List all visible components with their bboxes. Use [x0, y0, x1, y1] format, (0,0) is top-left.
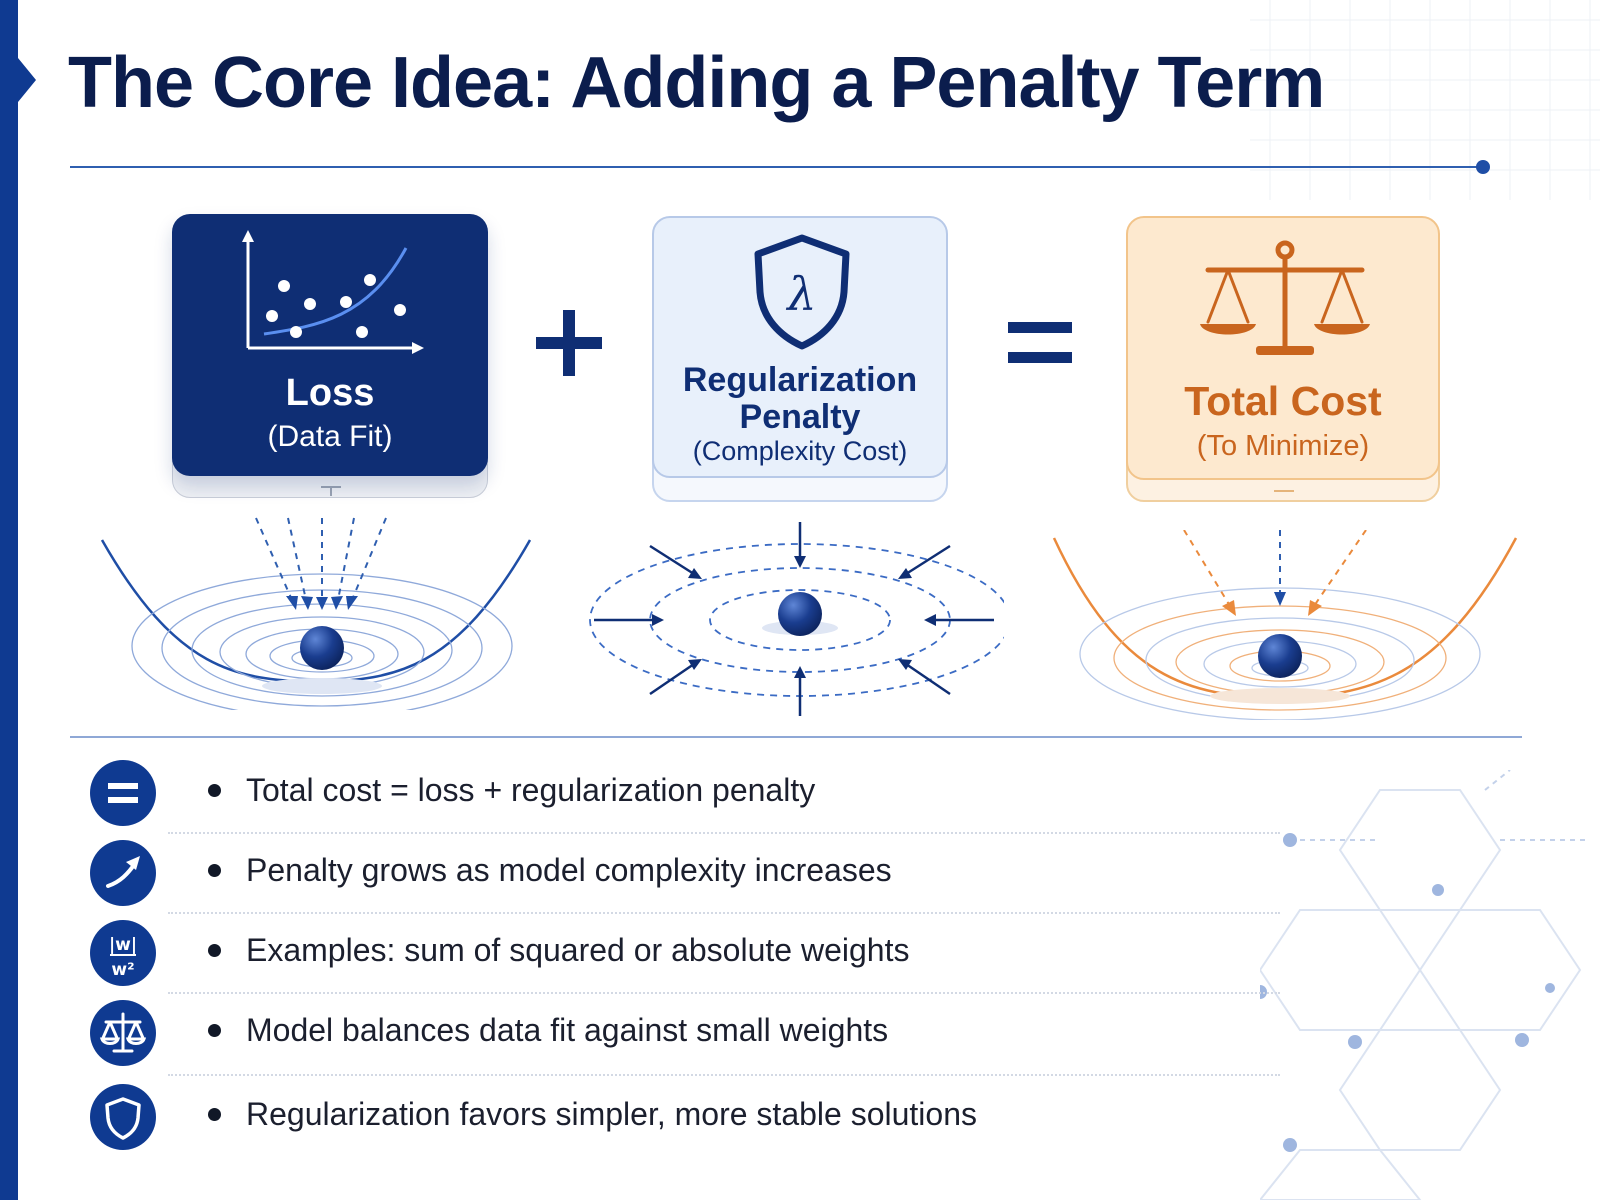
left-accent-bar [0, 0, 18, 1200]
bullet-dot [208, 864, 221, 877]
bullet-item: Total cost = loss + regularization penal… [90, 760, 1280, 836]
balance-scale-icon [90, 1000, 156, 1066]
bullet-text: Regularization favors simpler, more stab… [246, 1096, 977, 1132]
squared-weight-label: w² [111, 960, 134, 980]
bullet-dot [208, 784, 221, 797]
total-cost-card-subtitle: (To Minimize) [1196, 430, 1370, 462]
equals-operator [1008, 322, 1072, 363]
total-cost-card-title: Total Cost [1184, 378, 1382, 424]
page-title: The Core Idea: Adding a Penalty Term [68, 43, 1325, 123]
bullet-text: Total cost = loss + regularization penal… [246, 772, 816, 808]
row-separator [168, 912, 1280, 914]
abs-weight-label: |w| [109, 935, 137, 955]
arrow-up-right-icon [90, 840, 156, 906]
bullet-dot [208, 1108, 221, 1121]
bullet-text: Penalty grows as model complexity increa… [246, 852, 892, 888]
shield-icon [90, 1084, 156, 1150]
card-base-mark [1274, 490, 1294, 492]
loss-basin-diagram [100, 517, 532, 710]
plus-operator [536, 310, 602, 376]
bullet-item: Regularization favors simpler, more stab… [90, 1084, 1280, 1160]
loss-card: Loss (Data Fit) [172, 214, 488, 476]
regularization-card: λ Regularization Penalty (Complexity Cos… [652, 216, 948, 478]
title-underline-dot [1476, 160, 1490, 174]
row-separator [168, 832, 1280, 834]
row-separator [168, 1074, 1280, 1076]
regularization-card-subtitle: (Complexity Cost) [692, 436, 908, 466]
bullet-dot [208, 1024, 221, 1037]
total-cost-basin-diagram [1052, 530, 1518, 720]
loss-card-title: Loss [285, 372, 375, 414]
grid-decoration [1250, 0, 1600, 200]
title-underline [70, 166, 1482, 168]
lambda-glyph: λ [785, 267, 816, 321]
bullet-dot [208, 944, 221, 957]
balance-scale-icon [1200, 240, 1370, 355]
left-accent-notch [18, 58, 36, 102]
bullet-item: Model balances data fit against small we… [90, 1000, 1280, 1076]
total-cost-card: Total Cost (To Minimize) [1126, 216, 1440, 480]
lambda-shield-icon: λ [754, 234, 850, 350]
regularization-field-diagram [589, 522, 1004, 716]
regularization-card-title: Regularization Penalty [682, 361, 918, 436]
scatter-plot-icon [242, 230, 424, 354]
bullet-text: Model balances data fit against small we… [246, 1012, 889, 1048]
bullet-item: Penalty grows as model complexity increa… [90, 840, 1280, 916]
equals-icon [90, 760, 156, 826]
loss-card-subtitle: (Data Fit) [267, 420, 393, 453]
row-separator [168, 992, 1280, 994]
bullet-item: |w| w² Examples: sum of squared or absol… [90, 920, 1280, 996]
connector-mark-icon [321, 486, 341, 496]
section-divider [70, 736, 1522, 738]
hex-network-decoration [1260, 770, 1590, 1200]
bullet-text: Examples: sum of squared or absolute wei… [246, 932, 910, 968]
weights-icon: |w| w² [90, 920, 156, 986]
